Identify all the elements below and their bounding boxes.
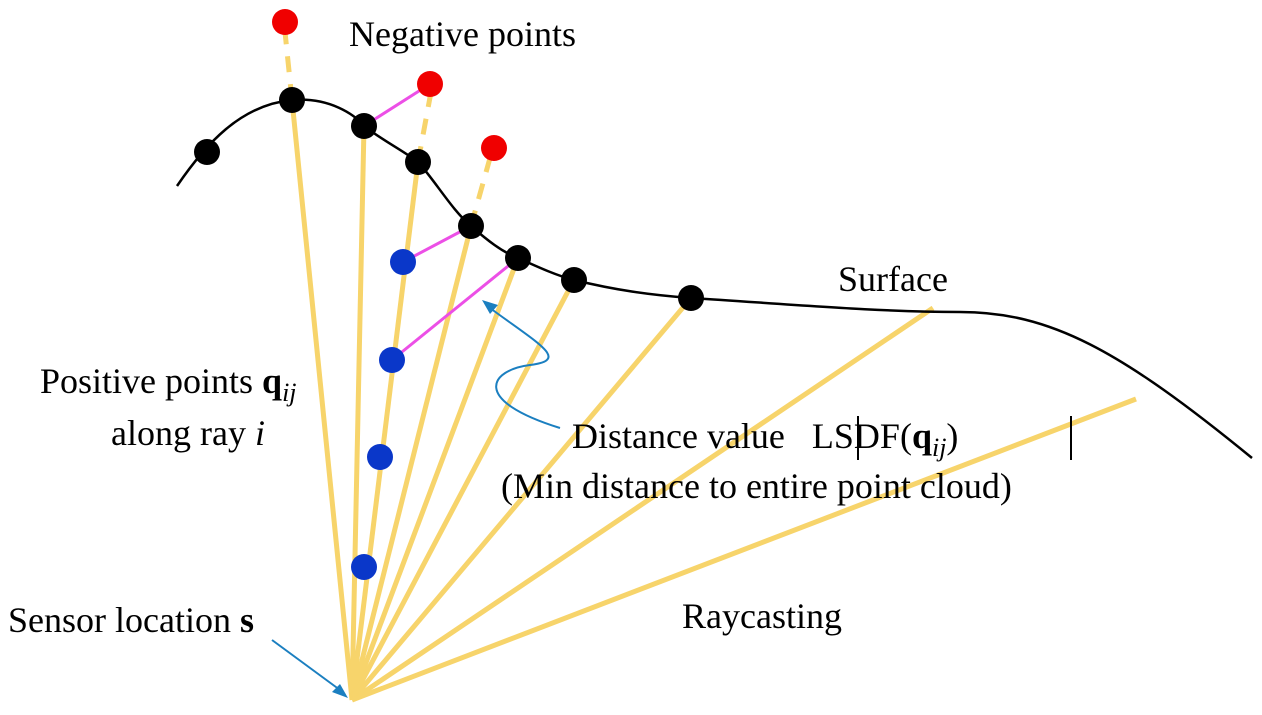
positive-points: [351, 249, 416, 580]
along-ray-text: along ray: [111, 413, 255, 453]
surface-point: [458, 213, 484, 239]
positive-point: [390, 249, 416, 275]
distance-arrow: [489, 307, 561, 429]
ray-1: [289, 99, 355, 701]
sensor-location-text: Sensor location: [8, 600, 240, 640]
annotation-arrows: [271, 300, 561, 698]
surface-point: [351, 113, 377, 139]
negative-point: [481, 135, 507, 161]
distance-segment-lower: [391, 256, 519, 362]
sensor-symbol: s: [240, 600, 254, 640]
negative-point: [272, 9, 298, 35]
along-ray-symbol: i: [255, 413, 265, 453]
surface-curve: [175, 98, 1253, 459]
distance-value-label: Distance value LSDF(qij): [572, 416, 958, 462]
distance-arrowhead: [482, 300, 498, 314]
ray-8: [350, 305, 935, 703]
ray-2: [349, 125, 367, 701]
raycasting-label: Raycasting: [682, 596, 842, 636]
positive-points-label: Positive points qij: [40, 361, 297, 407]
positive-point: [379, 347, 405, 373]
sensor-arrowhead: [332, 684, 348, 698]
positive-point: [367, 444, 393, 470]
ray-5: [349, 257, 521, 701]
distance-symbol: q: [912, 416, 932, 456]
positive-points-subscript: ij: [282, 378, 296, 407]
positive-points-text: Positive points: [40, 361, 262, 401]
negative-points-label: Negative points: [349, 14, 576, 54]
distance-close: ): [946, 416, 958, 456]
surface-label: Surface: [838, 259, 948, 299]
surface-points: [194, 87, 704, 311]
distance-subscript: ij: [932, 433, 946, 462]
surface-point: [561, 267, 587, 293]
ray-6: [349, 278, 577, 702]
surface-point: [505, 245, 531, 271]
ray-7: [350, 296, 693, 702]
positive-points-symbol: q: [262, 361, 282, 401]
sensor-location-label: Sensor location s: [8, 600, 254, 640]
surface-point: [194, 139, 220, 165]
sensor-arrow: [271, 639, 341, 691]
distance-lsdf: LSDF(: [812, 416, 912, 456]
ray-9: [351, 396, 1137, 703]
distance-value-text: Distance value: [572, 416, 794, 456]
surface-point: [279, 87, 305, 113]
surface-point: [405, 149, 431, 175]
negative-points: [272, 9, 507, 161]
surface-point: [678, 285, 704, 311]
along-ray-label: along ray i: [111, 413, 265, 453]
positive-point: [351, 554, 377, 580]
ray-4: [349, 225, 474, 701]
distance-note-label: (Min distance to entire point cloud): [501, 466, 1012, 506]
negative-point: [417, 71, 443, 97]
distance-segment-negative: [363, 82, 431, 128]
